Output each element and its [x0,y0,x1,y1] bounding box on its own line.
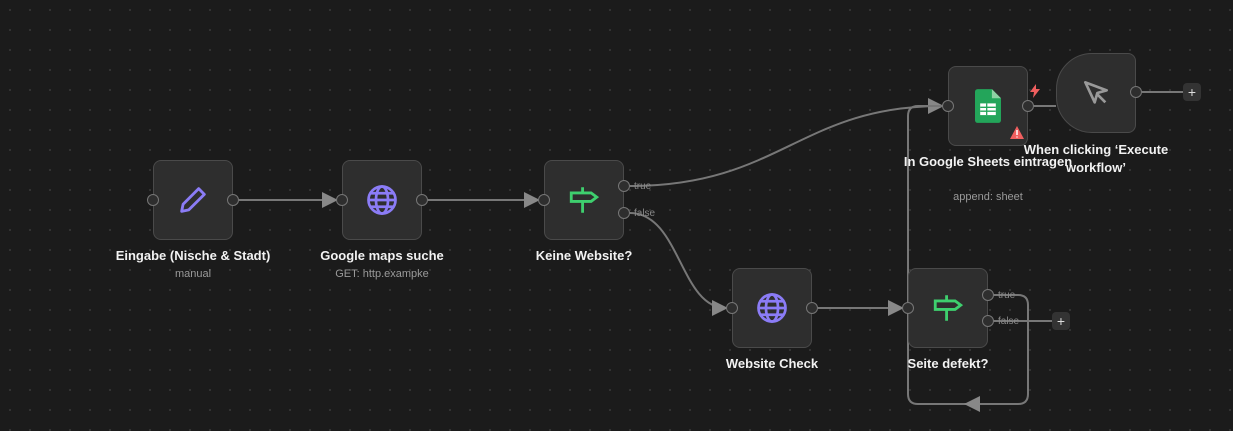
google-sheets-icon [975,89,1001,123]
signpost-icon [569,187,600,213]
output-label-false: false [998,316,1020,327]
warning-icon [1010,126,1024,139]
node-label: Eingabe (Nische & Stadt) [115,248,271,263]
output-label-false: false [634,208,656,219]
node-label: Keine Website? [535,248,633,263]
output-handle-true[interactable] [982,289,994,301]
pencil-icon [180,187,206,213]
input-handle[interactable] [942,100,954,112]
cursor-icon [1084,81,1108,104]
input-handle[interactable] [726,302,738,314]
input-handle[interactable] [336,194,348,206]
signpost-icon [933,295,964,321]
output-handle[interactable] [806,302,818,314]
input-handle[interactable] [902,302,914,314]
node-eingabe[interactable] [153,160,233,240]
node-website-check[interactable] [732,268,812,348]
node-google-maps[interactable] [342,160,422,240]
output-handle[interactable] [227,194,239,206]
node-label: In Google Sheets eintragen [903,154,1073,169]
output-handle[interactable] [416,194,428,206]
node-subtitle: manual [174,268,212,280]
node-subtitle: GET: http.exampke [335,268,429,280]
node-manual-trigger[interactable] [1056,53,1136,133]
node-seite-defekt[interactable] [908,268,988,348]
add-node-button[interactable]: + [1183,83,1201,101]
node-subtitle: append: sheet [953,191,1023,203]
output-label-true: true [634,181,652,192]
globe-icon [367,185,397,215]
output-handle[interactable] [1022,100,1034,112]
node-google-sheets[interactable] [948,66,1028,146]
output-handle-true[interactable] [618,180,630,192]
output-handle[interactable] [1130,86,1142,98]
output-label-true: true [998,290,1016,301]
output-handle-false[interactable] [618,207,630,219]
globe-icon [757,293,787,323]
edge-false-check [629,212,728,316]
node-label: Seite defekt? [907,356,989,371]
lightning-icon [1030,84,1040,98]
node-keine-website[interactable] [544,160,624,240]
node-label: Website Check [725,356,819,371]
edge-true-sheets [629,98,944,187]
input-handle[interactable] [147,194,159,206]
node-label: Google maps suche [320,248,444,263]
add-node-button[interactable]: + [1052,312,1070,330]
input-handle[interactable] [538,194,550,206]
node-label: When clicking ‘Execute workflow’ [1023,142,1169,175]
output-handle-false[interactable] [982,315,994,327]
